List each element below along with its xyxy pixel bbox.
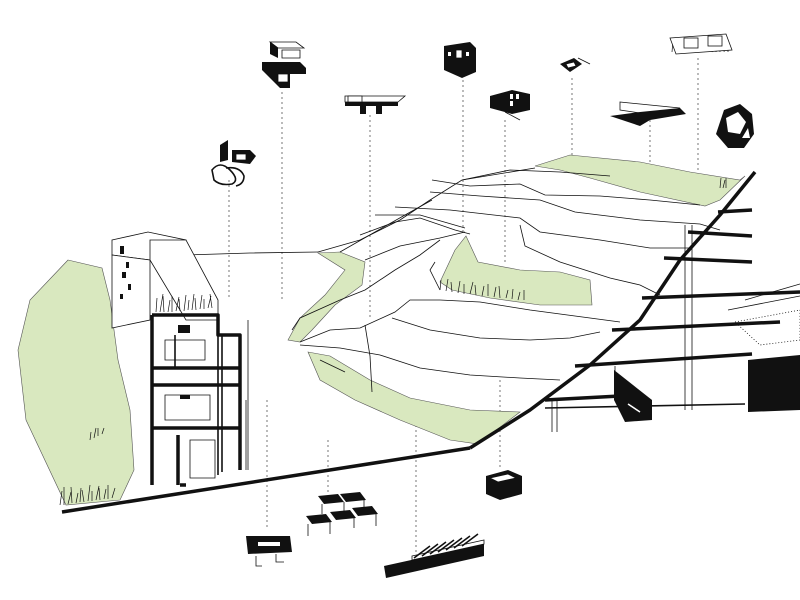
ground-line bbox=[61, 446, 471, 514]
bench-icon bbox=[246, 536, 292, 567]
stacked-blocks-icon bbox=[262, 41, 306, 88]
crystal-rock-icon bbox=[716, 104, 754, 148]
small-roof-icon bbox=[560, 57, 591, 72]
sculpture-icon bbox=[211, 140, 256, 187]
upper-green-band bbox=[534, 154, 746, 207]
tower-icon bbox=[444, 42, 476, 78]
left-middle-green-strip bbox=[287, 251, 366, 343]
kiosk-icon bbox=[486, 470, 522, 500]
terrain-terraces bbox=[184, 167, 721, 393]
left-green-slope bbox=[17, 259, 135, 506]
market-stalls-icon bbox=[306, 492, 378, 536]
right-section-building bbox=[469, 170, 800, 450]
grass-plinth-icon bbox=[669, 33, 733, 55]
split-wall-icon bbox=[344, 95, 407, 114]
leader-lines bbox=[228, 58, 699, 555]
left-tower-section bbox=[111, 231, 249, 487]
stairs-icon bbox=[384, 533, 485, 578]
central-green-island bbox=[439, 235, 593, 306]
cantilever-icon bbox=[610, 101, 686, 126]
pavilion-icon bbox=[490, 90, 530, 121]
